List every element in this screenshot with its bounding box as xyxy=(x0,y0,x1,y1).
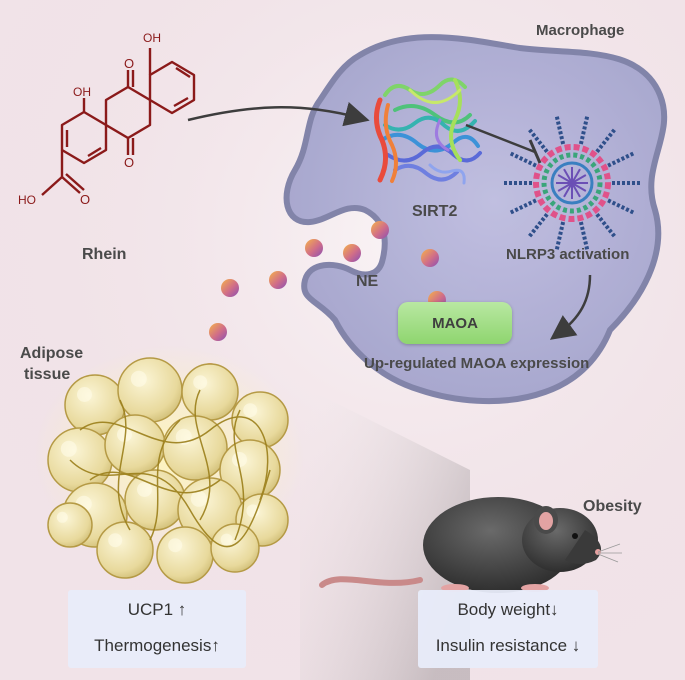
ne-dot xyxy=(371,221,389,239)
atom-oh-left: OH xyxy=(73,85,91,99)
maoa-label: MAOA xyxy=(432,314,478,332)
obesity-label: Obesity xyxy=(583,498,642,515)
rhein-label: Rhein xyxy=(82,246,127,263)
atom-ho: HO xyxy=(18,193,36,207)
thermogenesis-text: Thermogenesis↑ xyxy=(94,636,220,655)
obesity-outcome-box: Body weight↓ Insulin resistance ↓ xyxy=(418,590,598,668)
ne-label: NE xyxy=(356,273,379,290)
maoa-expression-label: Up-regulated MAOA expression xyxy=(364,355,590,372)
ne-dot xyxy=(269,271,287,289)
maoa-pill: MAOA xyxy=(398,302,512,344)
inhibition-arrow xyxy=(465,123,542,164)
ne-dot xyxy=(421,249,439,267)
sirt2-label: SIRT2 xyxy=(412,203,458,220)
atom-o-top: O xyxy=(124,56,135,71)
ne-dot xyxy=(209,323,227,341)
ne-dot xyxy=(221,279,239,297)
rhein-arrow xyxy=(187,102,370,127)
ne-dot xyxy=(305,239,323,257)
adipose-label-line1: Adipose xyxy=(20,345,84,362)
insulin-resistance-text: Insulin resistance ↓ xyxy=(435,636,581,655)
ne-dot xyxy=(343,244,361,262)
nlrp3-to-maoa-arrow xyxy=(549,274,592,340)
body-weight-text: Body weight↓ xyxy=(457,600,559,619)
nlrp3-label: NLRP3 activation xyxy=(506,246,630,263)
nlrp3-inflammasome xyxy=(504,116,640,250)
ucp1-text: UCP1 ↑ xyxy=(127,600,187,619)
adipose-label-line2: tissue xyxy=(24,366,71,383)
sirt2-protein xyxy=(374,77,482,185)
macrophage-label: Macrophage xyxy=(536,22,625,39)
rhein-molecule xyxy=(41,48,196,196)
atom-o-carboxyl: O xyxy=(80,192,91,207)
mouse-illustration xyxy=(319,497,622,593)
macrophage-cell xyxy=(283,34,668,405)
atom-oh-top: OH xyxy=(143,31,161,45)
atom-o-bottom: O xyxy=(124,155,135,170)
adipose-tissue xyxy=(35,345,305,584)
adipose-outcome-box: UCP1 ↑ Thermogenesis↑ xyxy=(68,590,246,668)
